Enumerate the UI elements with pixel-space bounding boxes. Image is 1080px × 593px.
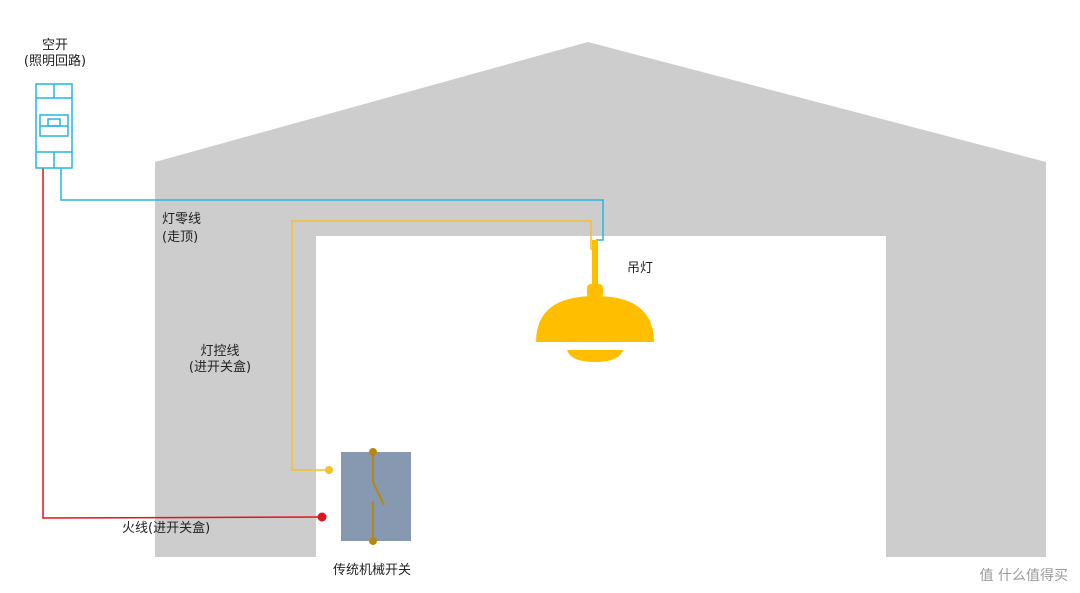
mechanical-switch-icon — [341, 448, 411, 545]
control-label-line2: (进开关盒) — [188, 360, 252, 375]
watermark: 值 什么值得买 — [979, 568, 1068, 584]
neutral-label-line2: (走顶) — [162, 230, 199, 245]
breaker-label-line2: (照明回路) — [23, 54, 87, 69]
neutral-wire — [60, 167, 604, 241]
live-wire-terminal — [317, 512, 327, 522]
neutral-label-line1: 灯零线 — [162, 212, 202, 227]
live-wire-label: 火线(进开关盒) — [122, 521, 211, 536]
control-label-line1: 灯控线 — [200, 344, 240, 359]
switch-label: 传统机械开关 — [333, 563, 412, 578]
control-wire — [291, 220, 592, 471]
neutral-wire-label: 灯零线 (走顶) — [162, 212, 201, 246]
pendant-lamp-icon — [536, 240, 654, 362]
live-wire — [42, 167, 323, 519]
breaker-label-line1: 空开 — [41, 38, 68, 53]
house-shape — [155, 42, 1046, 557]
control-wire-label: 灯控线 (进开关盒) — [180, 344, 260, 376]
control-wire-terminal — [325, 466, 333, 474]
breaker-icon — [35, 83, 73, 169]
lamp-label: 吊灯 — [627, 261, 654, 276]
breaker-label: 空开 (照明回路) — [8, 38, 102, 70]
